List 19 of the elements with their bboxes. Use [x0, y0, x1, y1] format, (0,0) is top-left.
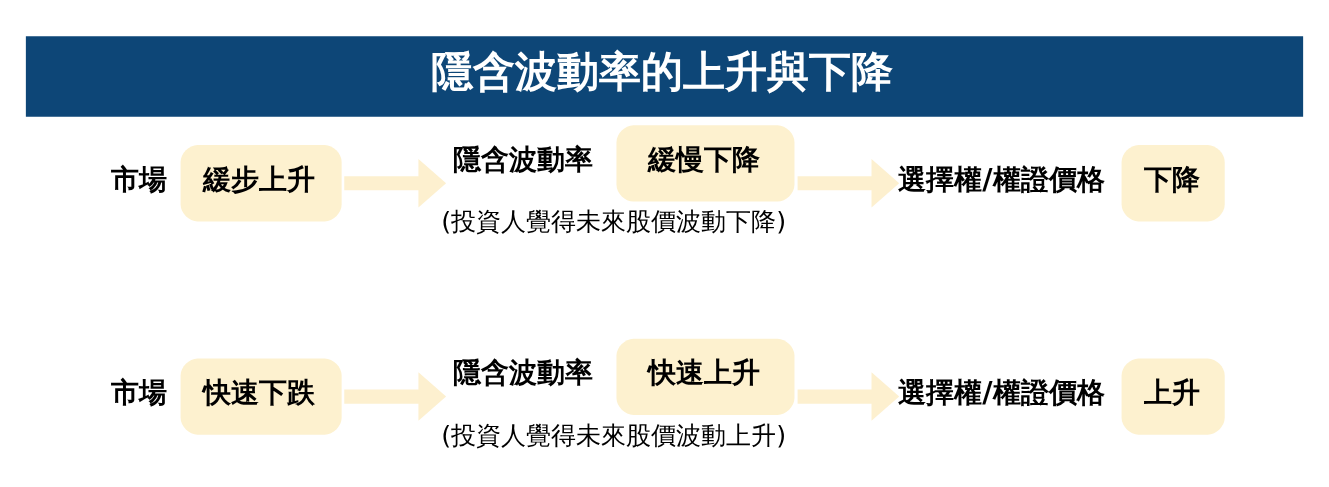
node-box: 上升	[1121, 357, 1225, 435]
node-label: 選擇權/權證價格	[898, 375, 1105, 409]
node-label: 隱含波動率	[452, 355, 593, 389]
arrow	[344, 158, 447, 207]
arrow	[344, 371, 447, 421]
node-box: 快速上升	[616, 338, 795, 415]
node-label: (投資人覺得未來股價波動下降)	[441, 205, 787, 236]
arrow	[797, 158, 900, 207]
node-label: 市場	[111, 162, 168, 196]
node-label: 市場	[111, 375, 168, 409]
node-box: 下降	[1121, 144, 1225, 221]
arrow	[797, 371, 900, 421]
node-box: 緩步上升	[180, 144, 342, 221]
node-label: 選擇權/權證價格	[898, 162, 1105, 196]
node-box: 緩慢下降	[616, 124, 795, 202]
diagram-title: 隱含波動率的上升與下降	[430, 46, 893, 96]
node-label: 隱含波動率	[452, 142, 593, 176]
node-box: 快速下跌	[180, 357, 342, 435]
node-label: (投資人覺得未來股價波動上升)	[441, 419, 787, 450]
